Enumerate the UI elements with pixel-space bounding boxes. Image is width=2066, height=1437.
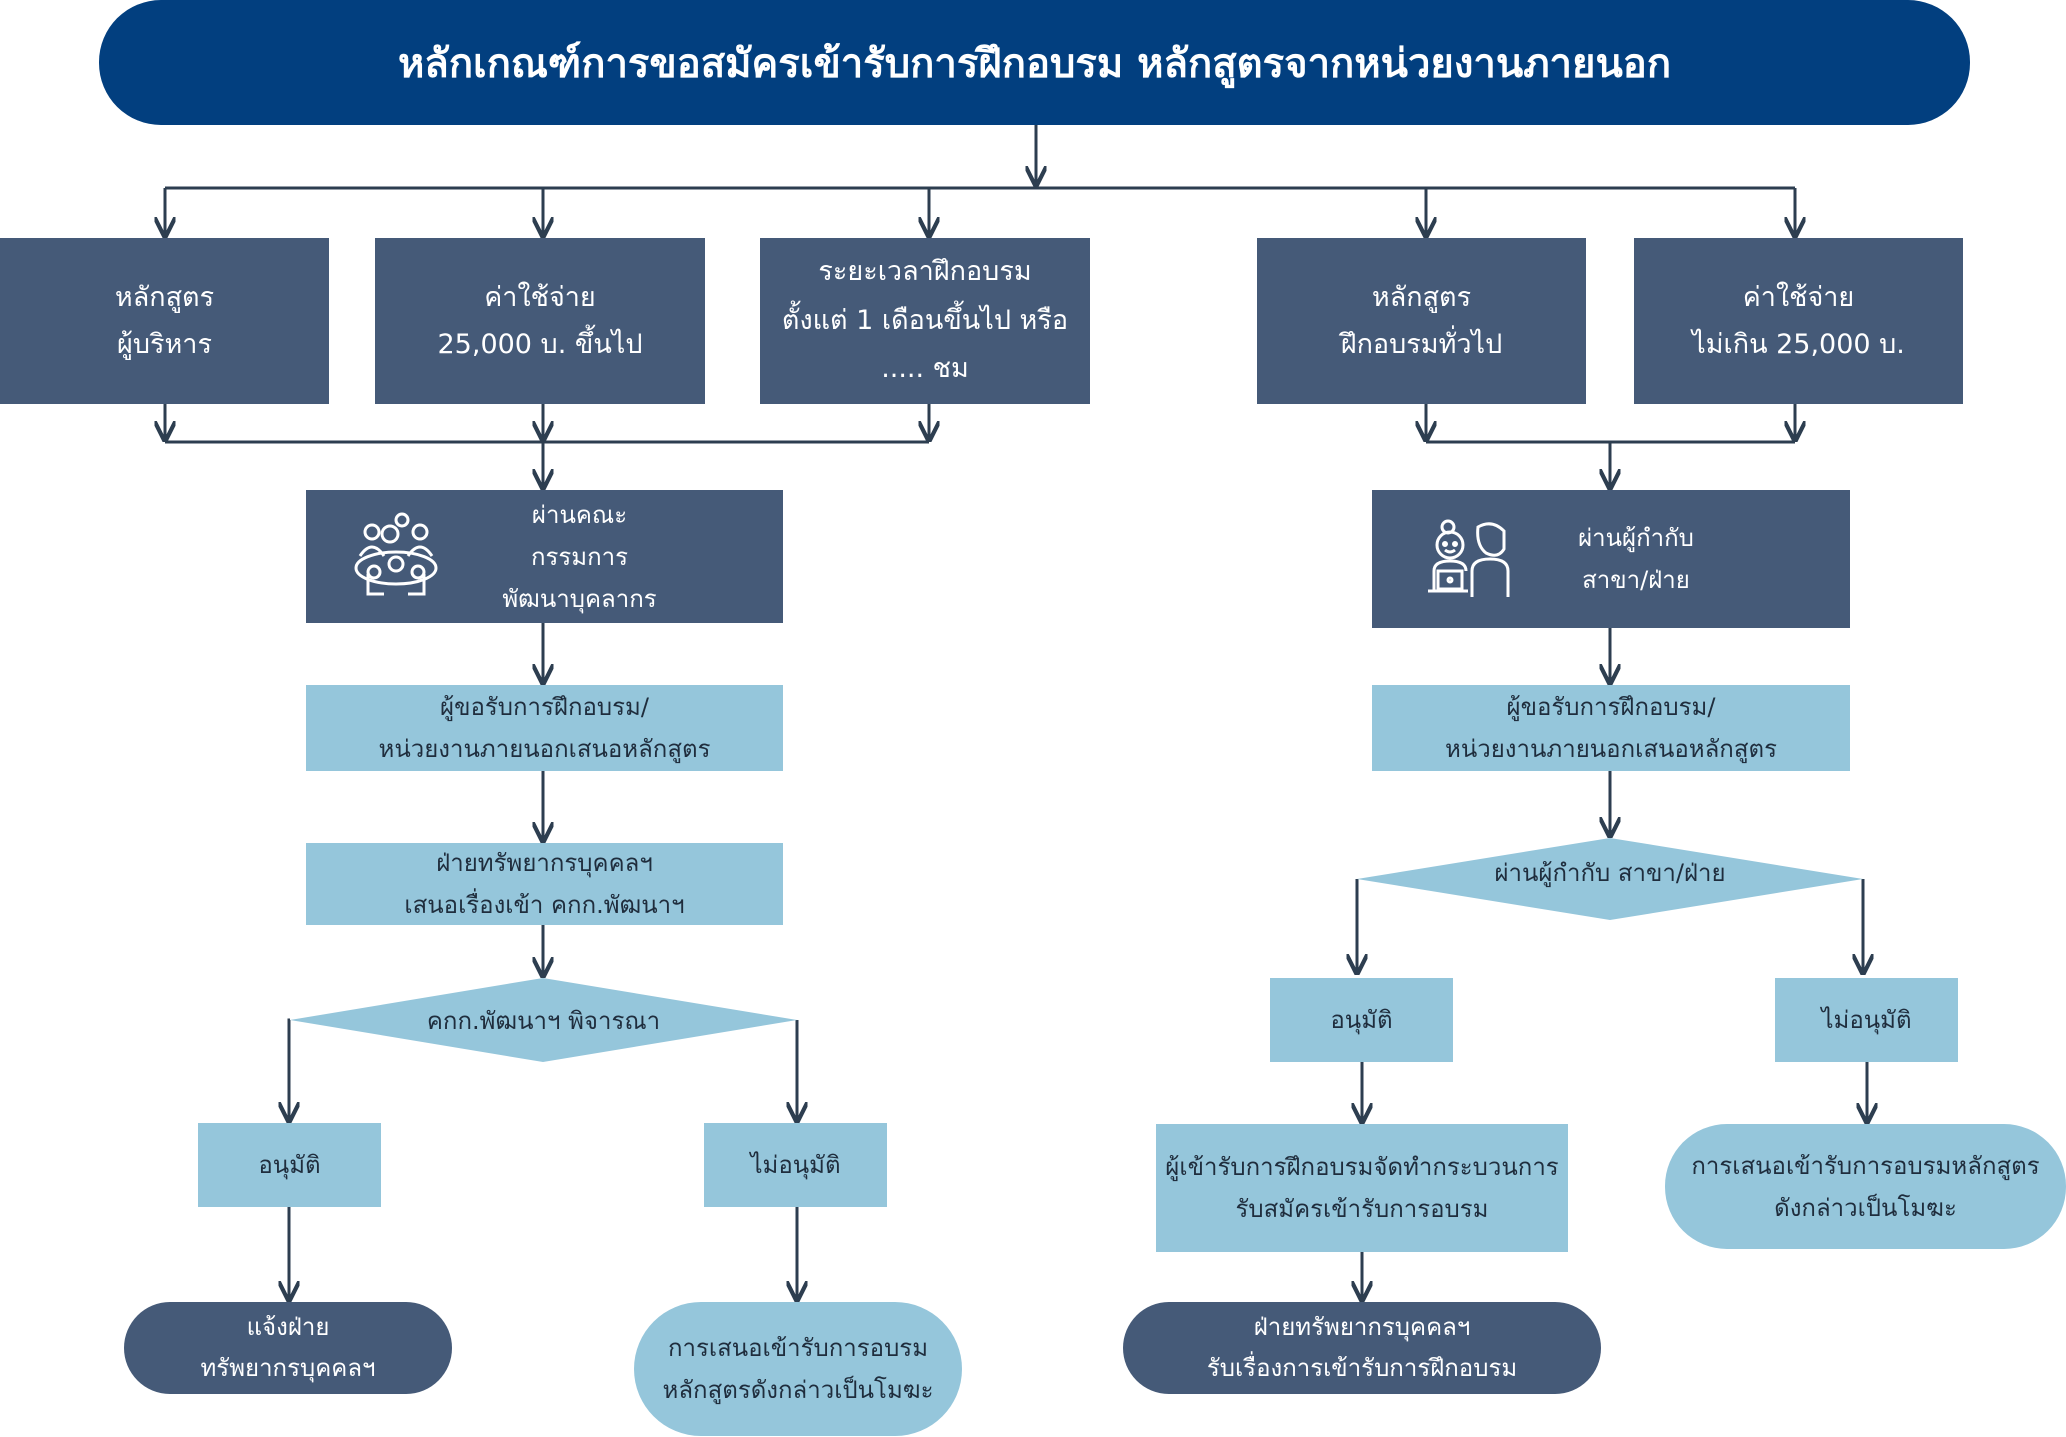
box-line: ฝ่ายทรัพยากรบุคคลฯ (436, 849, 653, 877)
left-approve-result: แจ้งฝ่าย ทรัพยากรบุคคลฯ (124, 1302, 452, 1394)
criteria-line: ผู้บริหาร (117, 329, 212, 360)
criteria-line: ค่าใช้จ่าย (1742, 281, 1855, 313)
committee-approver-box: ผ่านคณะกรรมการ พัฒนาบุคลากร (306, 490, 783, 623)
approver-line: สาขา/ฝ่าย (1582, 566, 1690, 594)
box-line: หลักสูตรดังกล่าวเป็นโมฆะ (662, 1376, 934, 1404)
criteria-line: 25,000 บ. ขึ้นไป (437, 329, 643, 360)
left-approve-box: อนุมัติ (198, 1123, 381, 1207)
box-line: ผู้เข้ารับการฝึกอบรมจัดทำกระบวนการ (1165, 1153, 1559, 1181)
approver-line: พัฒนาบุคลากร (502, 584, 657, 613)
criteria-general-course: หลักสูตร ฝึกอบรมทั่วไป (1257, 238, 1586, 404)
approver-line: ผ่านผู้กำกับ (1578, 524, 1694, 552)
box-line: รับสมัครเข้ารับการอบรม (1235, 1195, 1489, 1223)
page-title: หลักเกณฑ์การขอสมัครเข้ารับการฝึกอบรม หลั… (99, 0, 1970, 125)
box-line: ทรัพยากรบุคคลฯ (200, 1354, 376, 1382)
people-laptop-icon (1372, 519, 1572, 599)
box-line: ผู้ขอรับการฝึกอบรม/ (1506, 693, 1716, 721)
criteria-line: ตั้งแต่ 1 เดือนขึ้นไป หรือ (781, 304, 1069, 336)
left-decision-label: คกก.พัฒนาฯ พิจารณา (426, 1006, 661, 1035)
right-approve-result: ฝ่ายทรัพยากรบุคคลฯ รับเรื่องการเข้ารับกา… (1123, 1302, 1601, 1394)
right-decision-label: ผ่านผู้กำกับ สาขา/ฝ่าย (1494, 858, 1726, 887)
box-line: การเสนอเข้ารับการอบรมหลักสูตร (1691, 1151, 2040, 1180)
left-proposal-box: ผู้ขอรับการฝึกอบรม/ หน่วยงานภายนอกเสนอหล… (306, 685, 783, 771)
box-line: หน่วยงานภายนอกเสนอหลักสูตร (1445, 735, 1777, 763)
supervisor-approver-box: ผ่านผู้กำกับ สาขา/ฝ่าย (1372, 490, 1850, 628)
right-reject-box: ไม่อนุมัติ (1775, 978, 1958, 1062)
left-reject-result: การเสนอเข้ารับการอบรม หลักสูตรดังกล่าวเป… (634, 1302, 962, 1436)
criteria-line: ระยะเวลาฝึกอบรม (818, 256, 1032, 288)
criteria-cost-under: ค่าใช้จ่าย ไม่เกิน 25,000 บ. (1634, 238, 1963, 404)
criteria-cost-over: ค่าใช้จ่าย 25,000 บ. ขึ้นไป (375, 238, 705, 404)
right-reject-result: การเสนอเข้ารับการอบรมหลักสูตร ดังกล่าวเป… (1665, 1124, 2066, 1249)
hr-submit-box: ฝ่ายทรัพยากรบุคคลฯ เสนอเรื่องเข้า คกก.พั… (306, 843, 783, 925)
criteria-line: หลักสูตร (114, 281, 215, 313)
criteria-line: ค่าใช้จ่าย (484, 281, 596, 313)
box-line: รับเรื่องการเข้ารับการฝึกอบรม (1206, 1354, 1518, 1382)
criteria-line: ฝึกอบรมทั่วไป (1340, 329, 1503, 360)
criteria-line: ..... ชม (881, 353, 969, 385)
approver-line: ผ่านคณะกรรมการ (530, 500, 629, 571)
meeting-icon (306, 512, 486, 602)
box-line: ดังกล่าวเป็นโมฆะ (1774, 1193, 1957, 1222)
box-line: เสนอเรื่องเข้า คกก.พัฒนาฯ (404, 891, 685, 919)
box-line: แจ้งฝ่าย (246, 1313, 330, 1342)
criteria-line: หลักสูตร (1371, 281, 1472, 313)
box-line: ผู้ขอรับการฝึกอบรม/ (440, 693, 649, 721)
criteria-line: ไม่เกิน 25,000 บ. (1692, 329, 1905, 360)
decision-diamond-right (1357, 838, 1863, 920)
left-reject-box: ไม่อนุมัติ (704, 1123, 887, 1207)
criteria-executive-course: หลักสูตร ผู้บริหาร (0, 238, 329, 404)
right-proposal-box: ผู้ขอรับการฝึกอบรม/ หน่วยงานภายนอกเสนอหล… (1372, 685, 1850, 771)
right-approve-step: ผู้เข้ารับการฝึกอบรมจัดทำกระบวนการ รับสม… (1156, 1124, 1568, 1252)
criteria-duration: ระยะเวลาฝึกอบรม ตั้งแต่ 1 เดือนขึ้นไป หร… (760, 238, 1090, 404)
decision-diamond-left (290, 978, 797, 1062)
right-approve-box: อนุมัติ (1270, 978, 1453, 1062)
box-line: การเสนอเข้ารับการอบรม (667, 1334, 929, 1362)
box-line: หน่วยงานภายนอกเสนอหลักสูตร (378, 735, 711, 763)
box-line: ฝ่ายทรัพยากรบุคคลฯ (1253, 1313, 1471, 1342)
